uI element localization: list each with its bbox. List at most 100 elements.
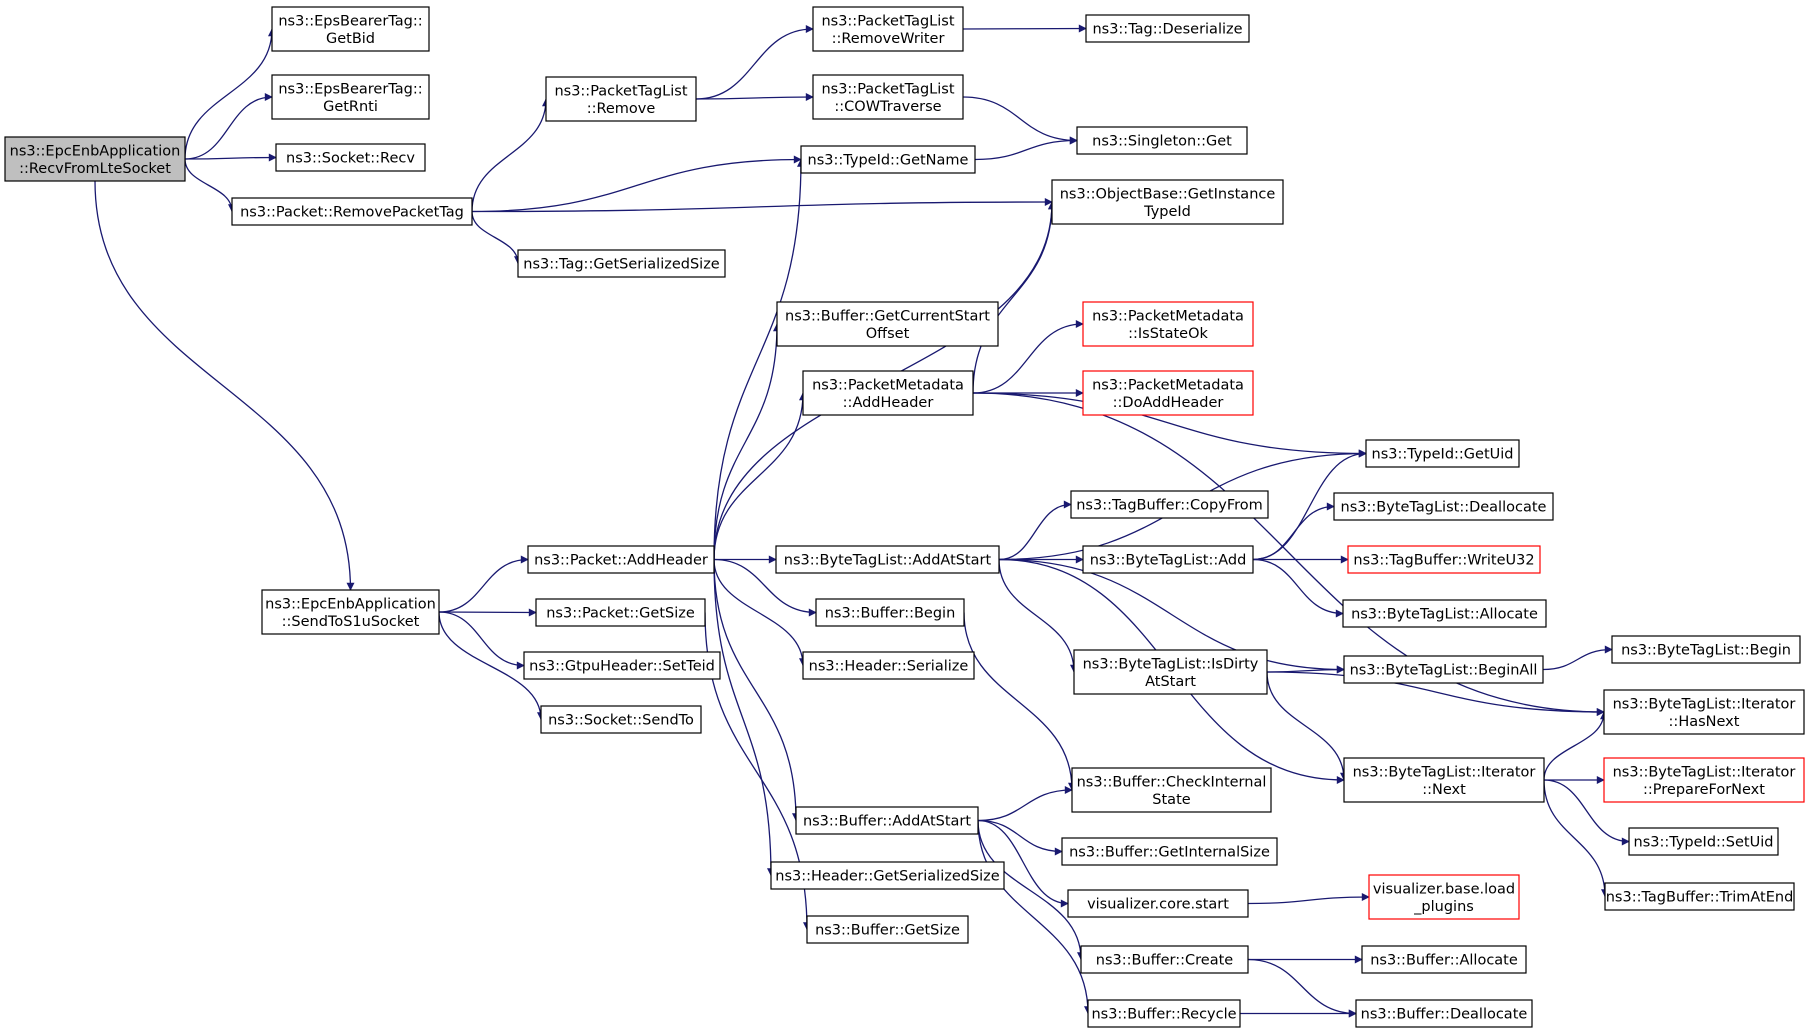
node-pm-is-state-ok[interactable]: ns3::PacketMetadata::IsStateOk bbox=[1082, 301, 1254, 347]
node-tag-get-ser-size[interactable]: ns3::Tag::GetSerializedSize bbox=[517, 249, 726, 278]
edge-ptl-remove-writer-to-tag-deserialize bbox=[962, 24, 1087, 33]
node-box bbox=[231, 197, 473, 226]
node-box bbox=[776, 301, 999, 347]
node-buf-allocate[interactable]: ns3::Buffer::Allocate bbox=[1361, 945, 1527, 974]
node-type-id-set-uid[interactable]: ns3::TypeId::SetUid bbox=[1628, 827, 1779, 856]
node-label-line: ns3::ObjectBase::GetInstance bbox=[1060, 186, 1276, 202]
node-gtpu-set-teid[interactable]: ns3::GtpuHeader::SetTeid bbox=[523, 651, 721, 680]
edge-btl-add-to-btl-allocate bbox=[1252, 558, 1344, 618]
node-buf-recycle[interactable]: ns3::Buffer::Recycle bbox=[1087, 999, 1241, 1028]
node-tb-trim-at-end[interactable]: ns3::TagBuffer::TrimAtEnd bbox=[1604, 882, 1795, 911]
node-label-line: ns3::ByteTagList::Iterator bbox=[1613, 764, 1796, 780]
node-label-line: ns3::EpcEnbApplication bbox=[265, 596, 436, 612]
node-buf-begin[interactable]: ns3::Buffer::Begin bbox=[815, 598, 965, 627]
node-btl-allocate[interactable]: ns3::ByteTagList::Allocate bbox=[1342, 599, 1547, 628]
node-box bbox=[1082, 370, 1254, 416]
node-btl-add[interactable]: ns3::ByteTagList::Add bbox=[1082, 545, 1254, 574]
node-box bbox=[1365, 439, 1520, 468]
edge-btl-begin-all-to-btl-begin bbox=[1542, 645, 1613, 671]
node-btl-begin-all[interactable]: ns3::ByteTagList::BeginAll bbox=[1343, 655, 1544, 684]
node-label-line: ns3::Tag::Deserialize bbox=[1092, 22, 1242, 38]
edge-buf-create-to-buf-deallocate bbox=[1247, 958, 1357, 1018]
node-label-line: ns3::Buffer::GetSize bbox=[815, 923, 960, 939]
node-box bbox=[1071, 767, 1272, 813]
node-pm-add-header[interactable]: ns3::PacketMetadata::AddHeader bbox=[802, 370, 974, 416]
node-btl-it-next[interactable]: ns3::ByteTagList::Iterator::Next bbox=[1343, 757, 1545, 803]
node-label-line: ns3::Buffer::Create bbox=[1096, 953, 1234, 969]
node-label-line: ns3::ByteTagList::BeginAll bbox=[1350, 663, 1538, 679]
node-label-line: ns3::Buffer::CheckInternal bbox=[1077, 774, 1267, 790]
edge-ptl-remove-to-ptl-cow bbox=[695, 93, 814, 102]
node-label-line: ns3::Buffer::Recycle bbox=[1091, 1007, 1236, 1023]
node-hdr-get-ser-size[interactable]: ns3::Header::GetSerializedSize bbox=[770, 861, 1005, 890]
edge-pm-add-header-to-pm-is-state-ok bbox=[972, 320, 1084, 394]
node-label-line: TypeId bbox=[1143, 204, 1191, 220]
node-buf-get-size[interactable]: ns3::Buffer::GetSize bbox=[806, 915, 969, 944]
node-box bbox=[1080, 945, 1249, 974]
node-ptl-cow[interactable]: ns3::PacketTagList::COWTraverse bbox=[812, 74, 964, 120]
node-tb-write-u32[interactable]: ns3::TagBuffer::WriteU32 bbox=[1347, 545, 1541, 574]
node-label-line: ns3::TypeId::GetName bbox=[808, 153, 969, 169]
node-type-id-get-name[interactable]: ns3::TypeId::GetName bbox=[800, 145, 976, 174]
node-type-id-get-uid[interactable]: ns3::TypeId::GetUid bbox=[1365, 439, 1520, 468]
node-btl-it-has-next[interactable]: ns3::ByteTagList::Iterator::HasNext bbox=[1603, 689, 1805, 735]
node-label-line: GetBid bbox=[326, 31, 375, 47]
edge-recv-from-lte-to-remove-packet-tag bbox=[184, 158, 236, 213]
node-buf-create[interactable]: ns3::Buffer::Create bbox=[1080, 945, 1249, 974]
node-tag-deserialize[interactable]: ns3::Tag::Deserialize bbox=[1085, 14, 1250, 43]
node-singleton-get[interactable]: ns3::Singleton::Get bbox=[1076, 126, 1248, 155]
node-label-line: ns3::PacketTagList bbox=[821, 81, 954, 97]
node-get-bid[interactable]: ns3::EpsBearerTag::GetBid bbox=[271, 6, 430, 52]
node-box bbox=[1342, 599, 1547, 628]
node-send-to-s1u[interactable]: ns3::EpcEnbApplication::SendToS1uSocket bbox=[261, 589, 440, 635]
node-label-line: ns3::Singleton::Get bbox=[1092, 134, 1232, 150]
node-hdr-serialize[interactable]: ns3::Header::Serialize bbox=[802, 651, 975, 680]
node-ptl-remove-writer[interactable]: ns3::PacketTagList::RemoveWriter bbox=[812, 6, 964, 52]
node-box bbox=[275, 143, 426, 172]
node-pm-do-add-header[interactable]: ns3::PacketMetadata::DoAddHeader bbox=[1082, 370, 1254, 416]
node-label-line: ns3::GtpuHeader::SetTeid bbox=[529, 659, 715, 675]
node-label-line: visualizer.base.load bbox=[1373, 881, 1515, 897]
node-pkt-add-header[interactable]: ns3::Packet::AddHeader bbox=[527, 545, 715, 574]
node-label-line: ns3::Header::Serialize bbox=[809, 659, 969, 675]
edge-type-id-get-name-to-singleton-get bbox=[974, 136, 1078, 161]
node-box bbox=[800, 145, 976, 174]
node-box bbox=[1333, 492, 1554, 521]
node-socket-recv[interactable]: ns3::Socket::Recv bbox=[275, 143, 426, 172]
node-label-line: ns3::EpsBearerTag:: bbox=[278, 81, 422, 97]
edge-pkt-add-header-to-buf-begin bbox=[713, 558, 817, 617]
node-label-line: ns3::PacketMetadata bbox=[1092, 308, 1244, 324]
node-btl-deallocate[interactable]: ns3::ByteTagList::Deallocate bbox=[1333, 492, 1554, 521]
node-buf-add-at-start[interactable]: ns3::Buffer::AddAtStart bbox=[795, 806, 979, 835]
node-tb-copy-from[interactable]: ns3::TagBuffer::CopyFrom bbox=[1070, 490, 1269, 519]
edge-remove-packet-tag-to-ptl-remove bbox=[471, 98, 550, 212]
node-label-line: State bbox=[1152, 792, 1190, 808]
node-label-line: ns3::ByteTagList::Iterator bbox=[1353, 764, 1536, 780]
edge-btl-it-next-to-tb-trim-at-end bbox=[1543, 779, 1609, 898]
edge-pm-add-header-to-type-id-get-uid bbox=[972, 392, 1367, 458]
node-label-line: ns3::PacketMetadata bbox=[1092, 377, 1244, 393]
node-viz-core-start[interactable]: visualizer.core.start bbox=[1067, 889, 1249, 918]
node-ptl-remove[interactable]: ns3::PacketTagList::Remove bbox=[545, 76, 697, 122]
node-btl-it-prepare[interactable]: ns3::ByteTagList::Iterator::PrepareForNe… bbox=[1603, 757, 1805, 803]
node-socket-send-to[interactable]: ns3::Socket::SendTo bbox=[540, 705, 702, 734]
edge-pkt-add-header-to-type-id-get-name bbox=[713, 158, 805, 560]
node-remove-packet-tag[interactable]: ns3::Packet::RemovePacketTag bbox=[231, 197, 473, 226]
edge-remove-packet-tag-to-obj-get-instance bbox=[471, 198, 1053, 213]
node-btl-begin[interactable]: ns3::ByteTagList::Begin bbox=[1611, 635, 1801, 664]
node-box bbox=[802, 370, 974, 416]
node-get-rnti[interactable]: ns3::EpsBearerTag::GetRnti bbox=[271, 74, 430, 120]
node-recv-from-lte[interactable]: ns3::EpcEnbApplication::RecvFromLteSocke… bbox=[4, 136, 186, 182]
node-buf-deallocate[interactable]: ns3::Buffer::Deallocate bbox=[1355, 999, 1533, 1028]
node-buf-get-internal-size[interactable]: ns3::Buffer::GetInternalSize bbox=[1061, 837, 1278, 866]
node-label-line: ns3::ByteTagList::IsDirty bbox=[1083, 656, 1259, 672]
node-pkt-get-size[interactable]: ns3::Packet::GetSize bbox=[535, 598, 706, 627]
node-btl-add-at-start[interactable]: ns3::ByteTagList::AddAtStart bbox=[775, 545, 1000, 574]
node-box bbox=[1603, 757, 1805, 803]
node-box bbox=[527, 545, 715, 574]
node-viz-load-plugins[interactable]: visualizer.base.load_plugins bbox=[1368, 874, 1520, 920]
